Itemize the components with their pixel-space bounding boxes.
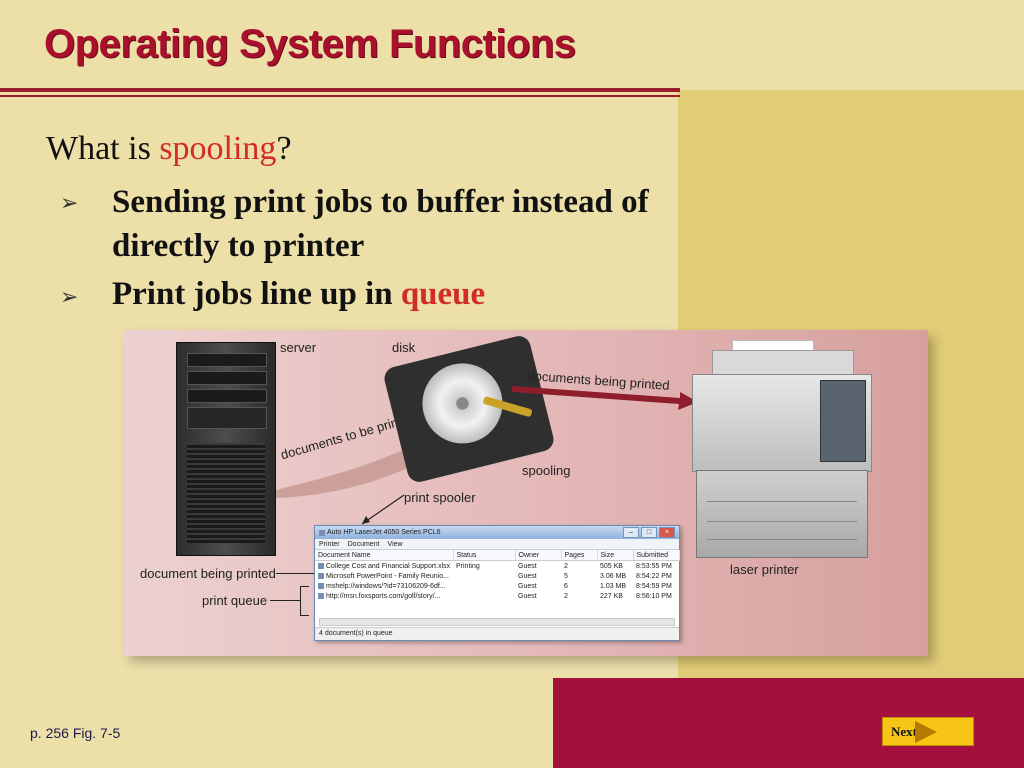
cell-document: mshelp://windows/?id=73106209-6df... (315, 581, 453, 591)
table-row[interactable]: mshelp://windows/?id=73106209-6df... Gue… (315, 581, 679, 591)
title-rule-thin (0, 95, 680, 97)
cell-document: http://msn.foxsports.com/golf/story/... (315, 591, 453, 601)
document-name: http://msn.foxsports.com/golf/story/... (326, 592, 441, 600)
next-label: Next (891, 723, 917, 739)
cell-submitted: 8:56:10 PM (636, 592, 672, 600)
horizontal-scrollbar[interactable] (319, 618, 675, 626)
slide-title: Operating System Functions (44, 22, 576, 66)
label-document-being-printed: document being printed (140, 566, 276, 581)
cell-size: 1.03 MB (600, 582, 627, 590)
print-spooler-pointer (361, 494, 405, 525)
label-print-queue: print queue (202, 593, 268, 608)
column-header[interactable]: Submitted (633, 550, 680, 561)
cell-owner: Guest (518, 592, 537, 600)
menu-document[interactable]: Document (347, 540, 380, 548)
printer-icon (319, 529, 325, 536)
label-print-spooler: print spooler (404, 490, 476, 505)
document-icon (318, 582, 324, 589)
documents-to-be-printed-arrow (276, 440, 424, 498)
cell-status: Printing (456, 562, 480, 570)
cell-owner: Guest (518, 572, 537, 580)
question-term: spooling (159, 130, 277, 167)
cell-status (453, 581, 515, 591)
cell-document: College Cost and Financial Support.xlsx (315, 561, 453, 572)
minimize-button[interactable]: – (623, 527, 639, 538)
label-laser-printer: laser printer (730, 562, 799, 577)
cell-size: 227 KB (600, 592, 623, 600)
window-menubar: Printer Document View (315, 539, 679, 550)
cell-status (453, 591, 515, 601)
cell-pages: 2 (564, 592, 568, 600)
window-status-bar: 4 document(s) in queue (315, 627, 679, 640)
cell-status (453, 571, 515, 581)
cell-pages: 6 (564, 582, 568, 590)
column-header[interactable]: Size (597, 550, 634, 561)
cell-owner: Guest (518, 562, 537, 570)
arrow-right-icon (915, 720, 937, 743)
cell-pages: 2 (564, 562, 568, 570)
print-queue-window[interactable]: Auto HP LaserJet 4050 Series PCL6 – □ × … (314, 525, 680, 641)
question: What is spooling? (46, 130, 292, 168)
maximize-button[interactable]: □ (641, 527, 657, 538)
column-header[interactable]: Owner (515, 550, 562, 561)
label-disk: disk (392, 340, 416, 355)
label-spooling: spooling (522, 463, 571, 478)
documents-being-printed-arrow (512, 386, 698, 410)
bullet-2: Print jobs line up in queue (112, 272, 485, 316)
bullet-arrow-icon: ➢ (60, 284, 79, 309)
window-title: Auto HP LaserJet 4050 Series PCL6 (327, 529, 441, 536)
cell-submitted: 8:54:59 PM (636, 582, 672, 590)
bullet-2-prefix: Print jobs line up in (112, 276, 401, 312)
bullet-2-term: queue (400, 276, 486, 312)
cell-size: 505 KB (600, 562, 623, 570)
spooling-figure: server documents to be printed disk spoo… (124, 330, 928, 656)
queue-table: Document Name Status Owner Pages Size Su… (315, 550, 680, 601)
callout-line (270, 600, 300, 601)
cell-document: Microsoft PowerPoint - Family Reunio... (315, 571, 453, 581)
bullet-1: Sending print jobs to buffer instead of … (112, 184, 649, 264)
cell-size: 3.06 MB (600, 572, 627, 580)
queue-bracket (300, 586, 309, 616)
figure-reference: p. 256 Fig. 7-5 (30, 725, 121, 741)
menu-view[interactable]: View (387, 540, 403, 548)
document-icon (318, 592, 324, 599)
close-button[interactable]: × (659, 527, 675, 538)
title-rule (0, 88, 680, 92)
label-server: server (280, 340, 317, 355)
question-prefix: What is (46, 130, 160, 167)
document-name: College Cost and Financial Support.xlsx (326, 562, 451, 570)
document-name: Microsoft PowerPoint - Family Reunio... (326, 572, 449, 580)
table-row[interactable]: Microsoft PowerPoint - Family Reunio... … (315, 571, 679, 581)
document-icon (318, 572, 324, 579)
cell-pages: 5 (564, 572, 568, 580)
window-titlebar[interactable]: Auto HP LaserJet 4050 Series PCL6 – □ × (315, 526, 679, 539)
bullet-arrow-icon: ➢ (60, 190, 79, 215)
laser-printer-image (692, 340, 872, 560)
document-name: mshelp://windows/?id=73106209-6df... (326, 582, 446, 590)
cell-submitted: 8:54:22 PM (636, 572, 672, 580)
cell-submitted: 8:53:55 PM (636, 562, 672, 570)
table-row[interactable]: http://msn.foxsports.com/golf/story/... … (315, 591, 679, 601)
callout-line (276, 573, 314, 574)
server-tower-image (176, 342, 276, 556)
next-button[interactable]: Next (882, 717, 974, 746)
table-row[interactable]: College Cost and Financial Support.xlsx … (315, 561, 679, 572)
document-icon (318, 562, 324, 569)
question-suffix: ? (276, 130, 292, 167)
cell-owner: Guest (518, 582, 537, 590)
column-header[interactable]: Document Name (315, 550, 454, 561)
column-header[interactable]: Pages (561, 550, 598, 561)
column-header[interactable]: Status (453, 550, 516, 561)
menu-printer[interactable]: Printer (319, 540, 340, 548)
